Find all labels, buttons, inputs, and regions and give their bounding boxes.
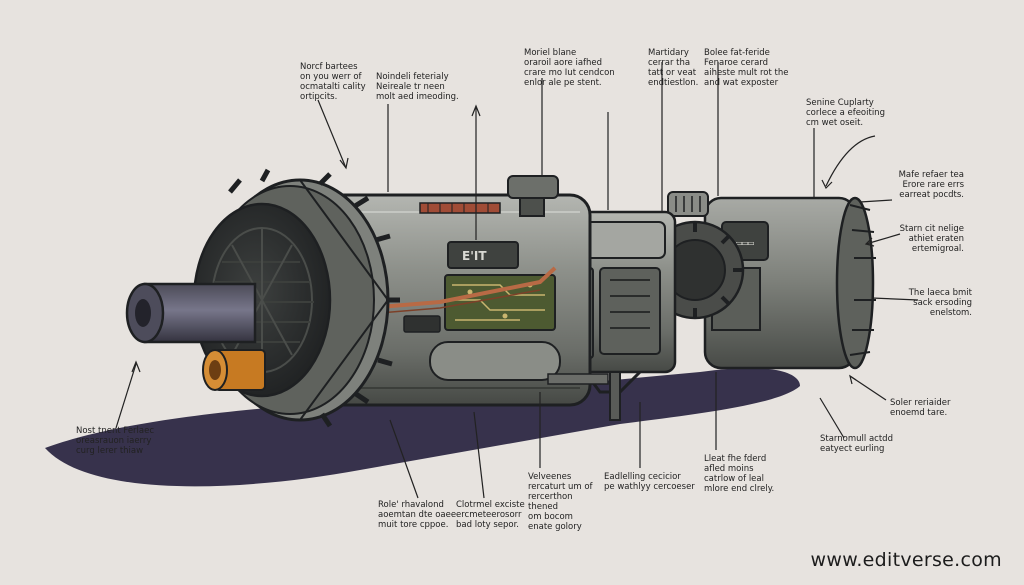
rear-plate-text: ▭▭▭	[736, 238, 754, 249]
watermark: www.editverse.com	[810, 549, 1002, 571]
device-plate-text: E'IT	[462, 249, 487, 263]
brass-fitting	[202, 349, 266, 391]
front-pipe	[125, 282, 257, 344]
callout-lines	[115, 62, 919, 499]
rear-housing: ▭▭▭	[703, 196, 876, 370]
